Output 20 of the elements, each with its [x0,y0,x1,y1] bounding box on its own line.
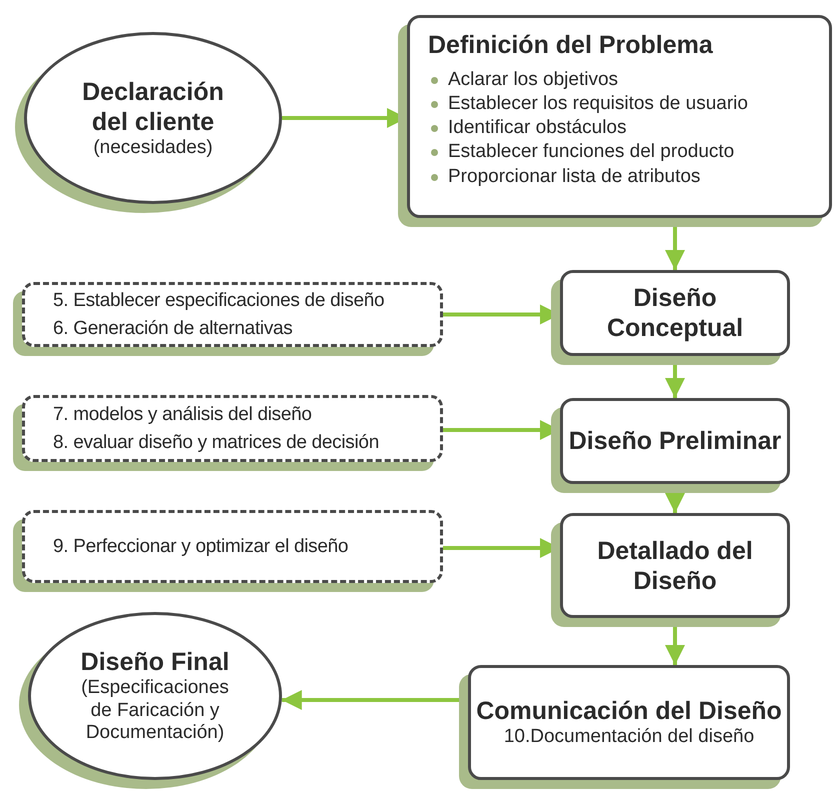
node-title: Diseño Preliminar [568,426,782,456]
node-title: Diseño Conceptual [606,283,744,343]
bullet-item: Aclarar los objetivos [428,68,618,92]
node-title: Declaración del cliente [81,76,225,137]
node-title: Detallado del Diseño [596,536,754,596]
bullet-item: Establecer funciones del producto [428,140,734,164]
node-title: Diseño Final [80,646,230,677]
bullet-item: Identificar obstáculos [428,116,626,140]
step-text: 6. Generación de alternativas [53,316,293,340]
node-title: Comunicación del Diseño [476,696,782,726]
step-text: 5. Establecer especificaciones de diseño [53,288,384,313]
node-subtitle: (Especificaciones de Faricación y Documentación) [80,676,230,746]
bullet-item: Establecer los requisitos de usuario [428,92,748,116]
bullet-item: Proporcionar lista de atributos [428,164,700,189]
node-subtitle: 10.Documentación del diseño [504,726,754,749]
node-subtitle: (necesidades) [93,136,213,160]
step-text: 7. modelos y análisis del diseño [53,402,312,427]
step-text: 8. evaluar diseño y matrices de decisión [53,430,379,454]
box-title: Definición del Problema [428,30,713,60]
step-text: 9. Perfeccionar y optimizar el diseño [53,534,348,559]
